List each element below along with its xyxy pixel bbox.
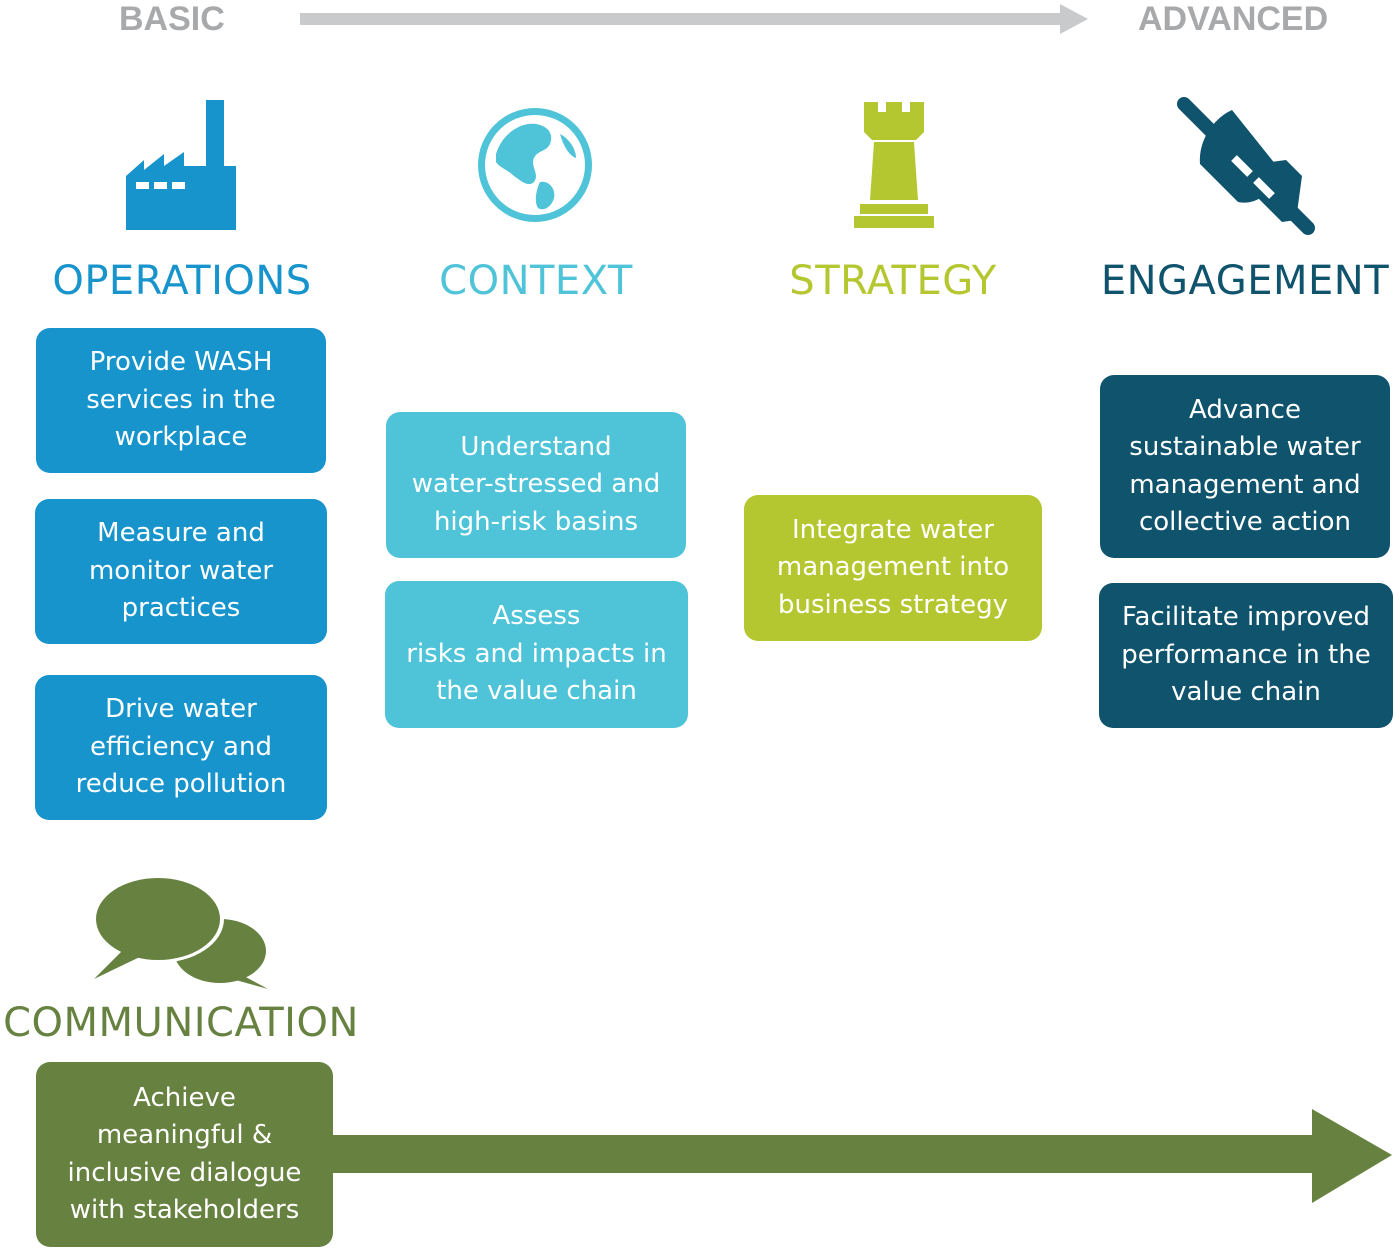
operations-item-efficiency: Drive water efficiency and reduce pollut…: [35, 675, 327, 820]
plug-icon: [1177, 97, 1315, 235]
operations-item-measure: Measure and monitor water practices: [35, 499, 327, 644]
strategy-title: STRATEGY: [789, 258, 997, 304]
operations-title: OPERATIONS: [52, 258, 312, 304]
chess-rook-icon: [854, 102, 934, 228]
engagement-item-advance: Advance sustainable water management and…: [1100, 375, 1390, 558]
communication-item-dialogue: Achieve meaningful & inclusive dialogue …: [36, 1062, 333, 1247]
speech-bubbles-icon: [92, 875, 268, 989]
context-item-basins: Understand water-stressed and high-risk …: [386, 412, 686, 558]
progression-arrow: [300, 4, 1088, 34]
factory-icon: [126, 100, 236, 230]
engagement-title: ENGAGEMENT: [1100, 258, 1390, 304]
operations-item-wash: Provide WASH services in the workplace: [36, 328, 326, 473]
strategy-item-integrate: Integrate water management into business…: [744, 495, 1042, 641]
globe-icon: [478, 108, 592, 222]
engagement-item-facilitate: Facilitate improved performance in the v…: [1099, 583, 1393, 728]
basic-label: BASIC: [119, 0, 225, 38]
advanced-label: ADVANCED: [1138, 0, 1329, 38]
communication-title: COMMUNICATION: [3, 1000, 359, 1046]
context-item-risks: Assess risks and impacts in the value ch…: [385, 581, 688, 728]
context-title: CONTEXT: [439, 258, 633, 304]
